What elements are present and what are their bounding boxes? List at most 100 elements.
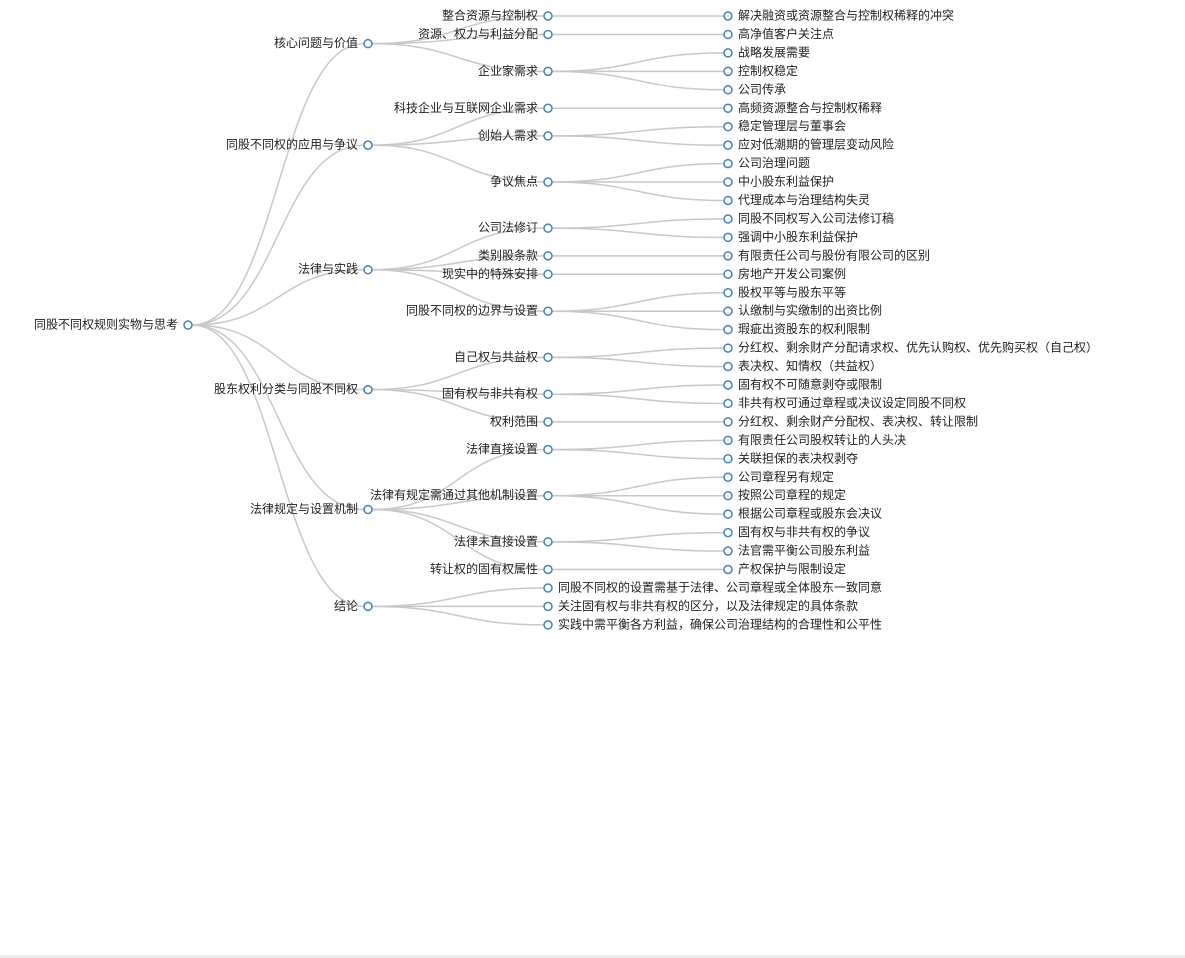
subtopic-node[interactable]: 关注固有权与非共有权的区分，以及法律规定的具体条款 [543, 598, 858, 613]
leaf-topic-node[interactable]: 房地产开发公司案例 [723, 266, 846, 281]
node-toggle-circle[interactable] [543, 269, 553, 280]
subtopic-node[interactable]: 争议焦点 [490, 175, 553, 189]
leaf-topic-node[interactable]: 控制权稳定 [723, 63, 798, 78]
leaf-topic-node[interactable]: 公司治理问题 [723, 156, 810, 170]
node-toggle-circle[interactable] [723, 380, 733, 390]
node-toggle-circle[interactable] [723, 546, 733, 556]
leaf-topic-node[interactable]: 按照公司章程的规定 [723, 487, 846, 502]
subtopic-node[interactable]: 整合资源与控制权 [442, 8, 553, 23]
node-toggle-circle[interactable] [543, 11, 553, 21]
node-toggle-circle[interactable] [723, 398, 733, 409]
node-toggle-circle[interactable] [723, 417, 733, 427]
node-toggle-circle[interactable] [543, 131, 553, 141]
node-toggle-circle[interactable] [543, 223, 553, 233]
leaf-topic-node[interactable]: 公司传承 [723, 81, 786, 96]
node-toggle-circle[interactable] [363, 38, 373, 49]
node-toggle-circle[interactable] [543, 177, 553, 187]
subtopic-node[interactable]: 科技企业与互联网企业需求 [394, 100, 553, 115]
subtopic-node[interactable]: 资源、权力与利益分配 [418, 27, 553, 41]
leaf-topic-node[interactable]: 根据公司章程或股东会决议 [723, 506, 882, 521]
node-toggle-circle[interactable] [543, 417, 553, 427]
leaf-topic-node[interactable]: 认缴制与实缴制的出资比例 [723, 303, 882, 318]
node-toggle-circle[interactable] [723, 29, 733, 40]
node-toggle-circle[interactable] [723, 214, 733, 224]
node-toggle-circle[interactable] [723, 269, 733, 280]
node-toggle-circle[interactable] [723, 121, 733, 132]
node-toggle-circle[interactable] [543, 601, 553, 612]
leaf-topic-node[interactable]: 应对低潮期的管理层变动风险 [723, 137, 894, 152]
subtopic-node[interactable]: 权利范围 [490, 414, 553, 428]
node-toggle-circle[interactable] [723, 306, 733, 316]
node-toggle-circle[interactable] [723, 195, 733, 206]
node-toggle-circle[interactable] [363, 264, 373, 275]
node-toggle-circle[interactable] [723, 361, 733, 372]
leaf-topic-node[interactable]: 瑕疵出资股东的权利限制 [723, 321, 870, 336]
leaf-topic-node[interactable]: 分红权、剩余财产分配权、表决权、转让限制 [723, 413, 978, 428]
leaf-topic-node[interactable]: 稳定管理层与董事会 [723, 118, 846, 133]
node-toggle-circle[interactable] [543, 251, 553, 261]
node-toggle-circle[interactable] [543, 583, 553, 593]
leaf-topic-node[interactable]: 中小股东利益保护 [723, 174, 834, 189]
node-toggle-circle[interactable] [723, 251, 733, 261]
node-toggle-circle[interactable] [723, 158, 733, 169]
leaf-topic-node[interactable]: 公司章程另有规定 [723, 469, 834, 484]
node-toggle-circle[interactable] [723, 48, 733, 58]
node-toggle-circle[interactable] [723, 472, 733, 482]
subtopic-node[interactable]: 转让权的固有权属性 [430, 561, 553, 576]
node-toggle-circle[interactable] [723, 66, 733, 77]
subtopic-node[interactable]: 同股不同权的设置需基于法律、公司章程或全体股东一致同意 [543, 579, 882, 594]
node-toggle-circle[interactable] [363, 140, 373, 150]
node-toggle-circle[interactable] [723, 509, 733, 519]
node-toggle-circle[interactable] [723, 564, 733, 575]
leaf-topic-node[interactable]: 非共有权可通过章程或决议设定同股不同权 [723, 395, 966, 410]
node-toggle-circle[interactable] [723, 288, 733, 298]
subtopic-node[interactable]: 法律有规定需通过其他机制设置 [370, 487, 553, 502]
leaf-topic-node[interactable]: 强调中小股东利益保护 [723, 229, 858, 244]
node-toggle-circle[interactable] [723, 324, 733, 335]
subtopic-node[interactable]: 自己权与共益权 [454, 350, 553, 364]
node-toggle-circle[interactable] [723, 490, 733, 501]
node-toggle-circle[interactable] [723, 232, 733, 243]
leaf-topic-node[interactable]: 固有权不可随意剥夺或限制 [723, 377, 882, 392]
node-toggle-circle[interactable] [723, 435, 733, 446]
subtopic-node[interactable]: 法律直接设置 [466, 441, 553, 456]
node-toggle-circle[interactable] [543, 537, 553, 547]
leaf-topic-node[interactable]: 产权保护与限制设定 [723, 561, 846, 576]
subtopic-node[interactable]: 类别股条款 [478, 248, 553, 262]
subtopic-node[interactable]: 公司法修订 [478, 220, 553, 235]
subtopic-node[interactable]: 固有权与非共有权 [442, 387, 553, 401]
main-topic-node[interactable]: 股东权利分类与同股不同权 [214, 382, 373, 396]
subtopic-node[interactable]: 法律未直接设置 [454, 533, 553, 548]
main-topic-node[interactable]: 法律与实践 [298, 261, 373, 276]
node-toggle-circle[interactable] [543, 103, 553, 113]
main-topic-node[interactable]: 法律规定与设置机制 [250, 501, 373, 516]
leaf-topic-node[interactable]: 高频资源整合与控制权稀释 [723, 100, 882, 115]
node-toggle-circle[interactable] [723, 140, 733, 150]
leaf-topic-node[interactable]: 分红权、剩余财产分配请求权、优先认购权、优先购买权（自己权） [723, 340, 1098, 355]
node-toggle-circle[interactable] [363, 601, 373, 612]
root-topic-node[interactable]: 同股不同权规则实物与思考 [34, 317, 193, 332]
node-toggle-circle[interactable] [543, 66, 553, 77]
subtopic-node[interactable]: 创始人需求 [478, 128, 553, 142]
node-toggle-circle[interactable] [723, 11, 733, 21]
subtopic-node[interactable]: 现实中的特殊安排 [442, 266, 553, 281]
node-toggle-circle[interactable] [723, 454, 733, 464]
node-toggle-circle[interactable] [363, 504, 373, 515]
subtopic-node[interactable]: 企业家需求 [478, 63, 553, 78]
main-topic-node[interactable]: 同股不同权的应用与争议 [226, 137, 373, 152]
main-topic-node[interactable]: 结论 [334, 599, 373, 613]
leaf-topic-node[interactable]: 有限责任公司股权转让的人头决 [723, 432, 906, 447]
node-toggle-circle[interactable] [363, 384, 373, 395]
node-toggle-circle[interactable] [543, 29, 553, 40]
leaf-topic-node[interactable]: 法官需平衡公司股东利益 [723, 543, 870, 558]
subtopic-node[interactable]: 实践中需平衡各方利益，确保公司治理结构的合理性和公平性 [543, 616, 882, 631]
node-toggle-circle[interactable] [543, 564, 553, 575]
node-toggle-circle[interactable] [723, 85, 733, 95]
node-toggle-circle[interactable] [183, 320, 193, 330]
leaf-topic-node[interactable]: 同股不同权写入公司法修订稿 [723, 210, 894, 225]
leaf-topic-node[interactable]: 高净值客户关注点 [723, 26, 834, 41]
node-toggle-circle[interactable] [543, 620, 553, 630]
leaf-topic-node[interactable]: 固有权与非共有权的争议 [723, 524, 870, 539]
leaf-topic-node[interactable]: 代理成本与治理结构失灵 [723, 192, 870, 207]
leaf-topic-node[interactable]: 表决权、知情权（共益权） [723, 359, 882, 373]
